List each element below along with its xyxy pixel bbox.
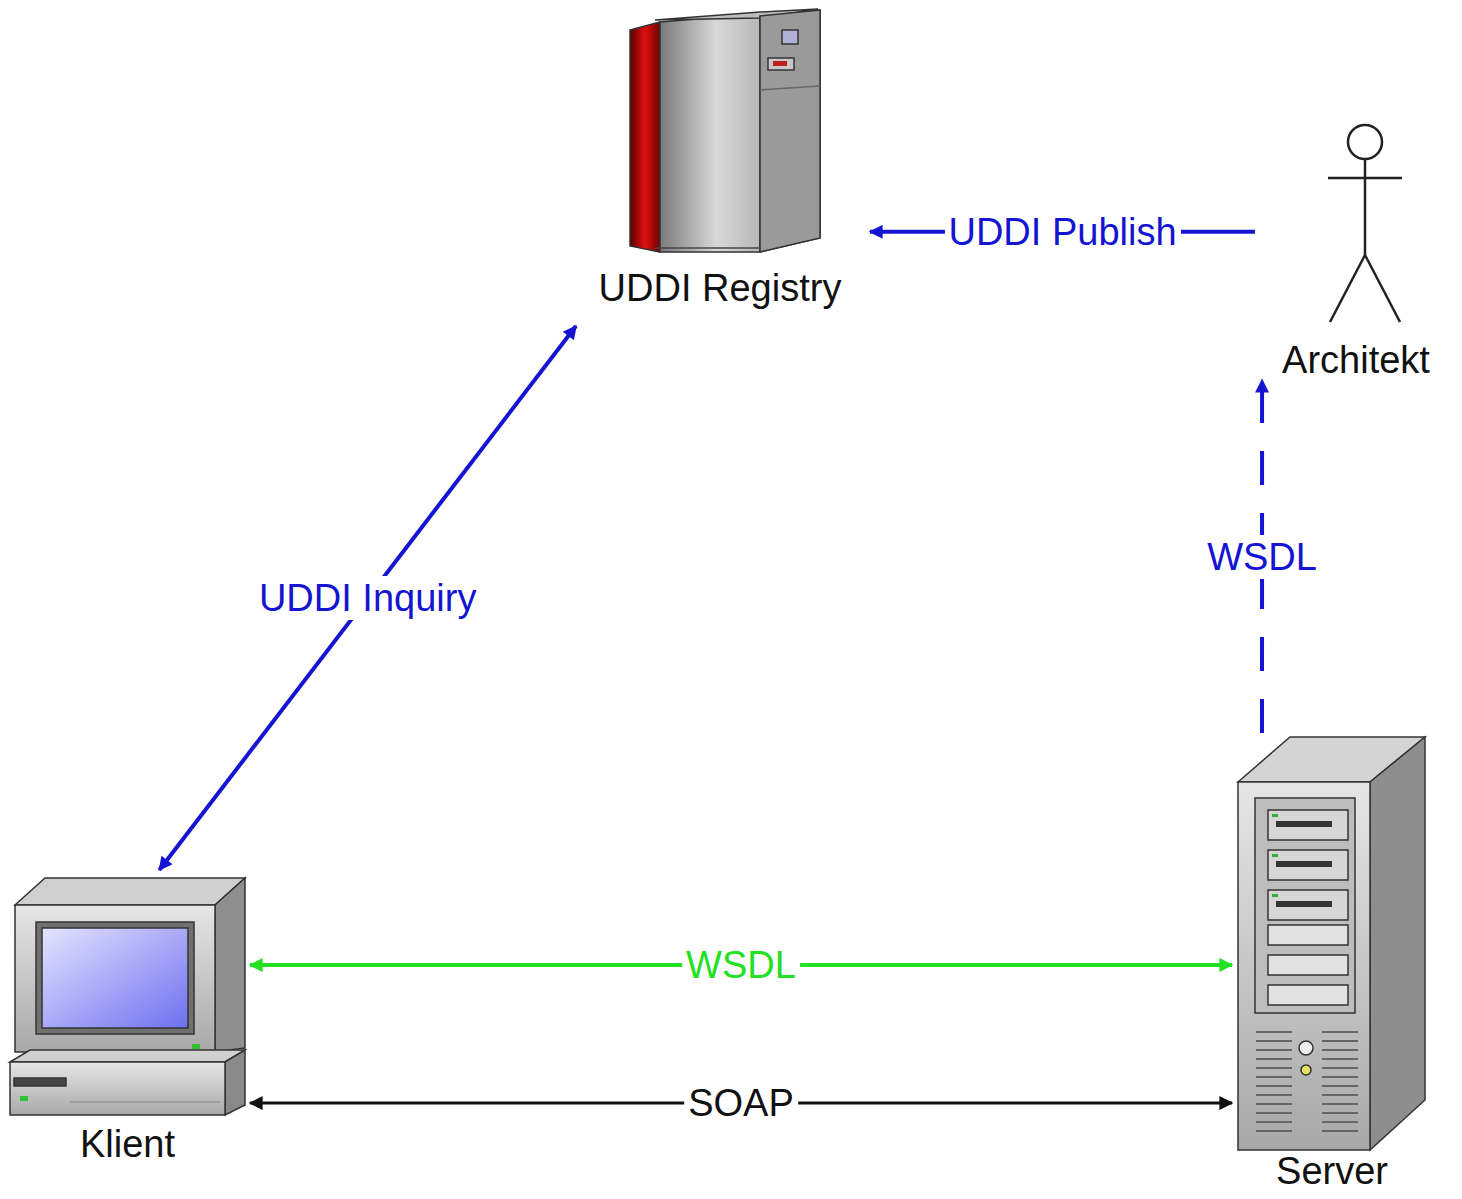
registry-cabinet <box>630 9 820 252</box>
server-tower <box>1238 737 1425 1150</box>
node-label: Klient <box>5 1122 250 1166</box>
edge-label: WSDL <box>1203 535 1321 579</box>
edge-label: UDDI Inquiry <box>255 576 481 620</box>
client-computer <box>10 878 245 1115</box>
node-label: Server <box>1232 1149 1432 1193</box>
architect-node: Architekt <box>1255 120 1457 380</box>
client-node: Klient <box>5 870 250 1170</box>
server-node: Server <box>1232 733 1432 1195</box>
registry-node: UDDI Registry <box>570 8 870 326</box>
edge-label: SOAP <box>684 1081 798 1125</box>
edge-label: WSDL <box>682 943 800 987</box>
connector-arrow <box>159 326 576 870</box>
node-label: UDDI Registry <box>570 266 870 310</box>
edge-label: UDDI Publish <box>944 210 1180 254</box>
architect-figure <box>1328 125 1402 322</box>
node-label: Architekt <box>1255 338 1457 382</box>
